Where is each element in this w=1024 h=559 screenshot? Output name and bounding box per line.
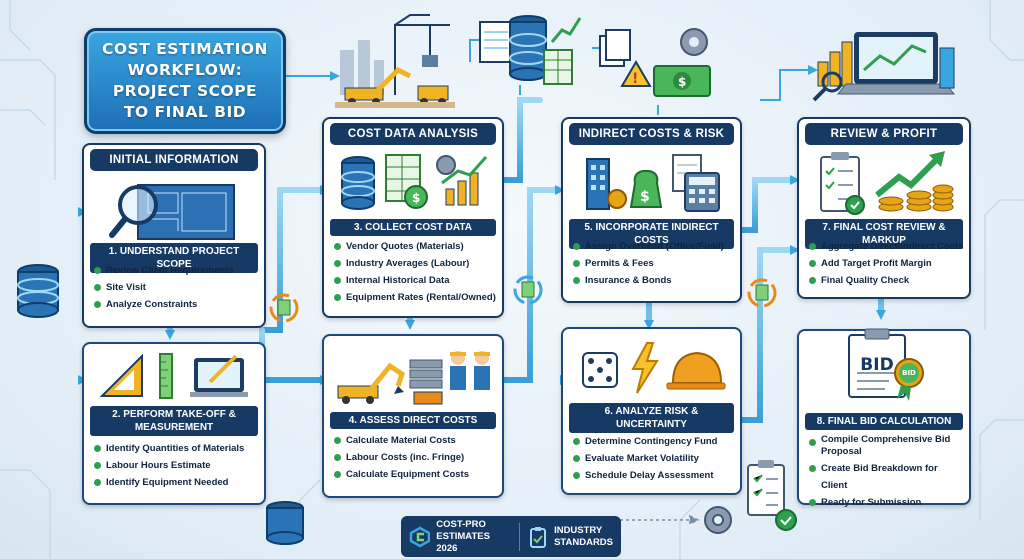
bid-document-icon xyxy=(848,328,924,401)
page-title-text: COST ESTIMATION WORKFLOW: PROJECT SCOPE … xyxy=(102,40,268,121)
step-8-item: Ready for Submission xyxy=(809,494,965,511)
step-2-list: Identify Quantities of Materials Labour … xyxy=(94,440,260,491)
svg-text:$: $ xyxy=(640,189,650,205)
step-8-item: Create Bid Breakdown for Client xyxy=(809,460,965,494)
step-8-list: Compile Comprehensive Bid Proposal Creat… xyxy=(809,432,965,511)
step-3-item: Internal Historical Data xyxy=(334,272,498,289)
bid-doc-label: BID xyxy=(860,355,894,375)
sync-icon-1 xyxy=(269,293,299,323)
step-5-item: Permits & Fees xyxy=(573,255,736,272)
top-arrows xyxy=(282,39,810,115)
page-title: COST ESTIMATION WORKFLOW: PROJECT SCOPE … xyxy=(84,28,286,134)
svg-text:!: ! xyxy=(632,71,638,87)
step-1-item: Review Client Requirements xyxy=(94,262,260,279)
step-6-list: Determine Contingency Fund Evaluate Mark… xyxy=(573,433,736,484)
panel-header-review: REVIEW & PROFIT xyxy=(805,123,963,145)
step-5-list: Assign Overhead (Office/Field) Permits &… xyxy=(573,238,736,289)
card-step-4: 4. ASSESS DIRECT COSTS Calculate Materia… xyxy=(322,334,504,498)
step-5-item: Insurance & Bonds xyxy=(573,272,736,289)
step-3-title: 3. COLLECT COST DATA xyxy=(330,219,496,236)
panel-header-indirect: INDIRECT COSTS & RISK xyxy=(569,123,734,145)
step-4-item: Calculate Equipment Costs xyxy=(334,466,498,483)
step-5-item: Assign Overhead (Office/Field) xyxy=(573,238,736,255)
database-icon-left xyxy=(17,264,59,318)
step-7-item: Final Quality Check xyxy=(809,272,965,289)
step-2-item: Identify Equipment Needed xyxy=(94,474,260,491)
step-6-item: Determine Contingency Fund xyxy=(573,433,736,450)
step-2-item: Labour Hours Estimate xyxy=(94,457,260,474)
footer-separator xyxy=(519,522,521,551)
step-7-title: 7. FINAL COST REVIEW & MARKUP xyxy=(805,219,963,249)
measurement-tools-icon xyxy=(99,353,248,399)
card-step-2: 2. PERFORM TAKE-OFF & MEASUREMENT Identi… xyxy=(82,342,266,505)
step-6-item: Schedule Delay Assessment xyxy=(573,467,736,484)
standards-clipboard-icon xyxy=(530,526,547,548)
blueprint-magnifier-icon xyxy=(109,184,235,240)
sync-icon-2 xyxy=(513,275,543,305)
step-8-title: 8. FINAL BID CALCULATION xyxy=(805,413,963,430)
step-5-title: 5. INCORPORATE INDIRECT COSTS xyxy=(569,219,734,249)
review-profit-icons xyxy=(820,151,954,215)
step-2-item: Identify Quantities of Materials xyxy=(94,440,260,457)
step-3-item: Industry Averages (Labour) xyxy=(334,255,498,272)
footer-brand-text: COST-PRO ESTIMATES 2026 xyxy=(436,518,490,554)
step-4-item: Labour Costs (inc. Fringe) xyxy=(334,449,498,466)
down-arrows xyxy=(167,296,884,330)
step-1-item: Site Visit xyxy=(94,279,260,296)
footer-brand: COST-PRO ESTIMATES 2026 xyxy=(401,519,519,555)
step-3-item: Vendor Quotes (Materials) xyxy=(334,238,498,255)
indirect-costs-icons: $ xyxy=(586,154,720,212)
panel-indirect-costs-risk: INDIRECT COSTS & RISK $ 5. INCORPORATE I… xyxy=(561,117,742,303)
step-3-list: Vendor Quotes (Materials) Industry Avera… xyxy=(334,238,498,306)
panel-review-profit: REVIEW & PROFIT 7. FINAL COST REVIEW & M… xyxy=(797,117,971,299)
brand-logo-icon xyxy=(409,526,431,547)
step-8-item: Compile Comprehensive Bid Proposal xyxy=(809,434,965,458)
step-4-list: Calculate Material Costs Labour Costs (i… xyxy=(334,432,498,483)
step-2-title: 2. PERFORM TAKE-OFF & MEASUREMENT xyxy=(90,406,258,436)
step-7-list: Aggregate Direct/Indirect Costs Add Targ… xyxy=(809,238,965,289)
gear-icon-bottom xyxy=(704,506,732,534)
panel-header-cost-data: COST DATA ANALYSIS xyxy=(330,123,496,145)
clipboard-check-icon-bottom xyxy=(747,460,797,531)
cost-data-icons: $ xyxy=(341,154,488,210)
footer-standards-text: INDUSTRY STANDARDS xyxy=(554,524,613,548)
step-4-title: 4. ASSESS DIRECT COSTS xyxy=(330,412,496,429)
footer-standards: INDUSTRY STANDARDS xyxy=(520,525,621,549)
spreadsheet-database-icon xyxy=(479,15,582,85)
step-4-item: Calculate Material Costs xyxy=(334,432,498,449)
warning-money-gear-icon: ! $ xyxy=(599,28,711,97)
direct-costs-icons xyxy=(337,351,490,405)
card-step-6: 6. ANALYZE RISK & UNCERTAINTY Determine … xyxy=(561,327,742,495)
construction-site-icon xyxy=(335,14,455,108)
step-1-list: Review Client Requirements Site Visit An… xyxy=(94,262,260,313)
svg-text:$: $ xyxy=(678,75,686,89)
bid-seal-label: BID xyxy=(902,369,916,377)
step-7-item: Aggregate Direct/Indirect Costs xyxy=(809,238,965,255)
panel-initial-information: INITIAL INFORMATION 1. UNDERSTAND PROJEC… xyxy=(82,143,266,328)
step-7-item: Add Target Profit Margin xyxy=(809,255,965,272)
card-step-8: BID BID 8. FINAL BID CALCULATION Compile… xyxy=(797,328,971,508)
panel-header-initial: INITIAL INFORMATION xyxy=(90,149,258,171)
footer-bar: COST-PRO ESTIMATES 2026 INDUSTRY STANDAR… xyxy=(401,516,621,557)
sync-icon-3 xyxy=(747,278,777,308)
database-icon-bottom xyxy=(266,501,304,545)
step-6-item: Evaluate Market Volatility xyxy=(573,450,736,467)
risk-icons xyxy=(582,342,726,394)
laptop-analytics-icon xyxy=(812,32,956,102)
panel-cost-data-analysis: COST DATA ANALYSIS $ 3. COLLECT COST DAT… xyxy=(322,117,504,318)
step-6-title: 6. ANALYZE RISK & UNCERTAINTY xyxy=(569,403,734,433)
step-3-item: Equipment Rates (Rental/Owned) xyxy=(334,289,498,306)
step-1-title: 1. UNDERSTAND PROJECT SCOPE xyxy=(90,243,258,273)
step-1-item: Analyze Constraints xyxy=(94,296,260,313)
svg-text:$: $ xyxy=(412,191,420,205)
